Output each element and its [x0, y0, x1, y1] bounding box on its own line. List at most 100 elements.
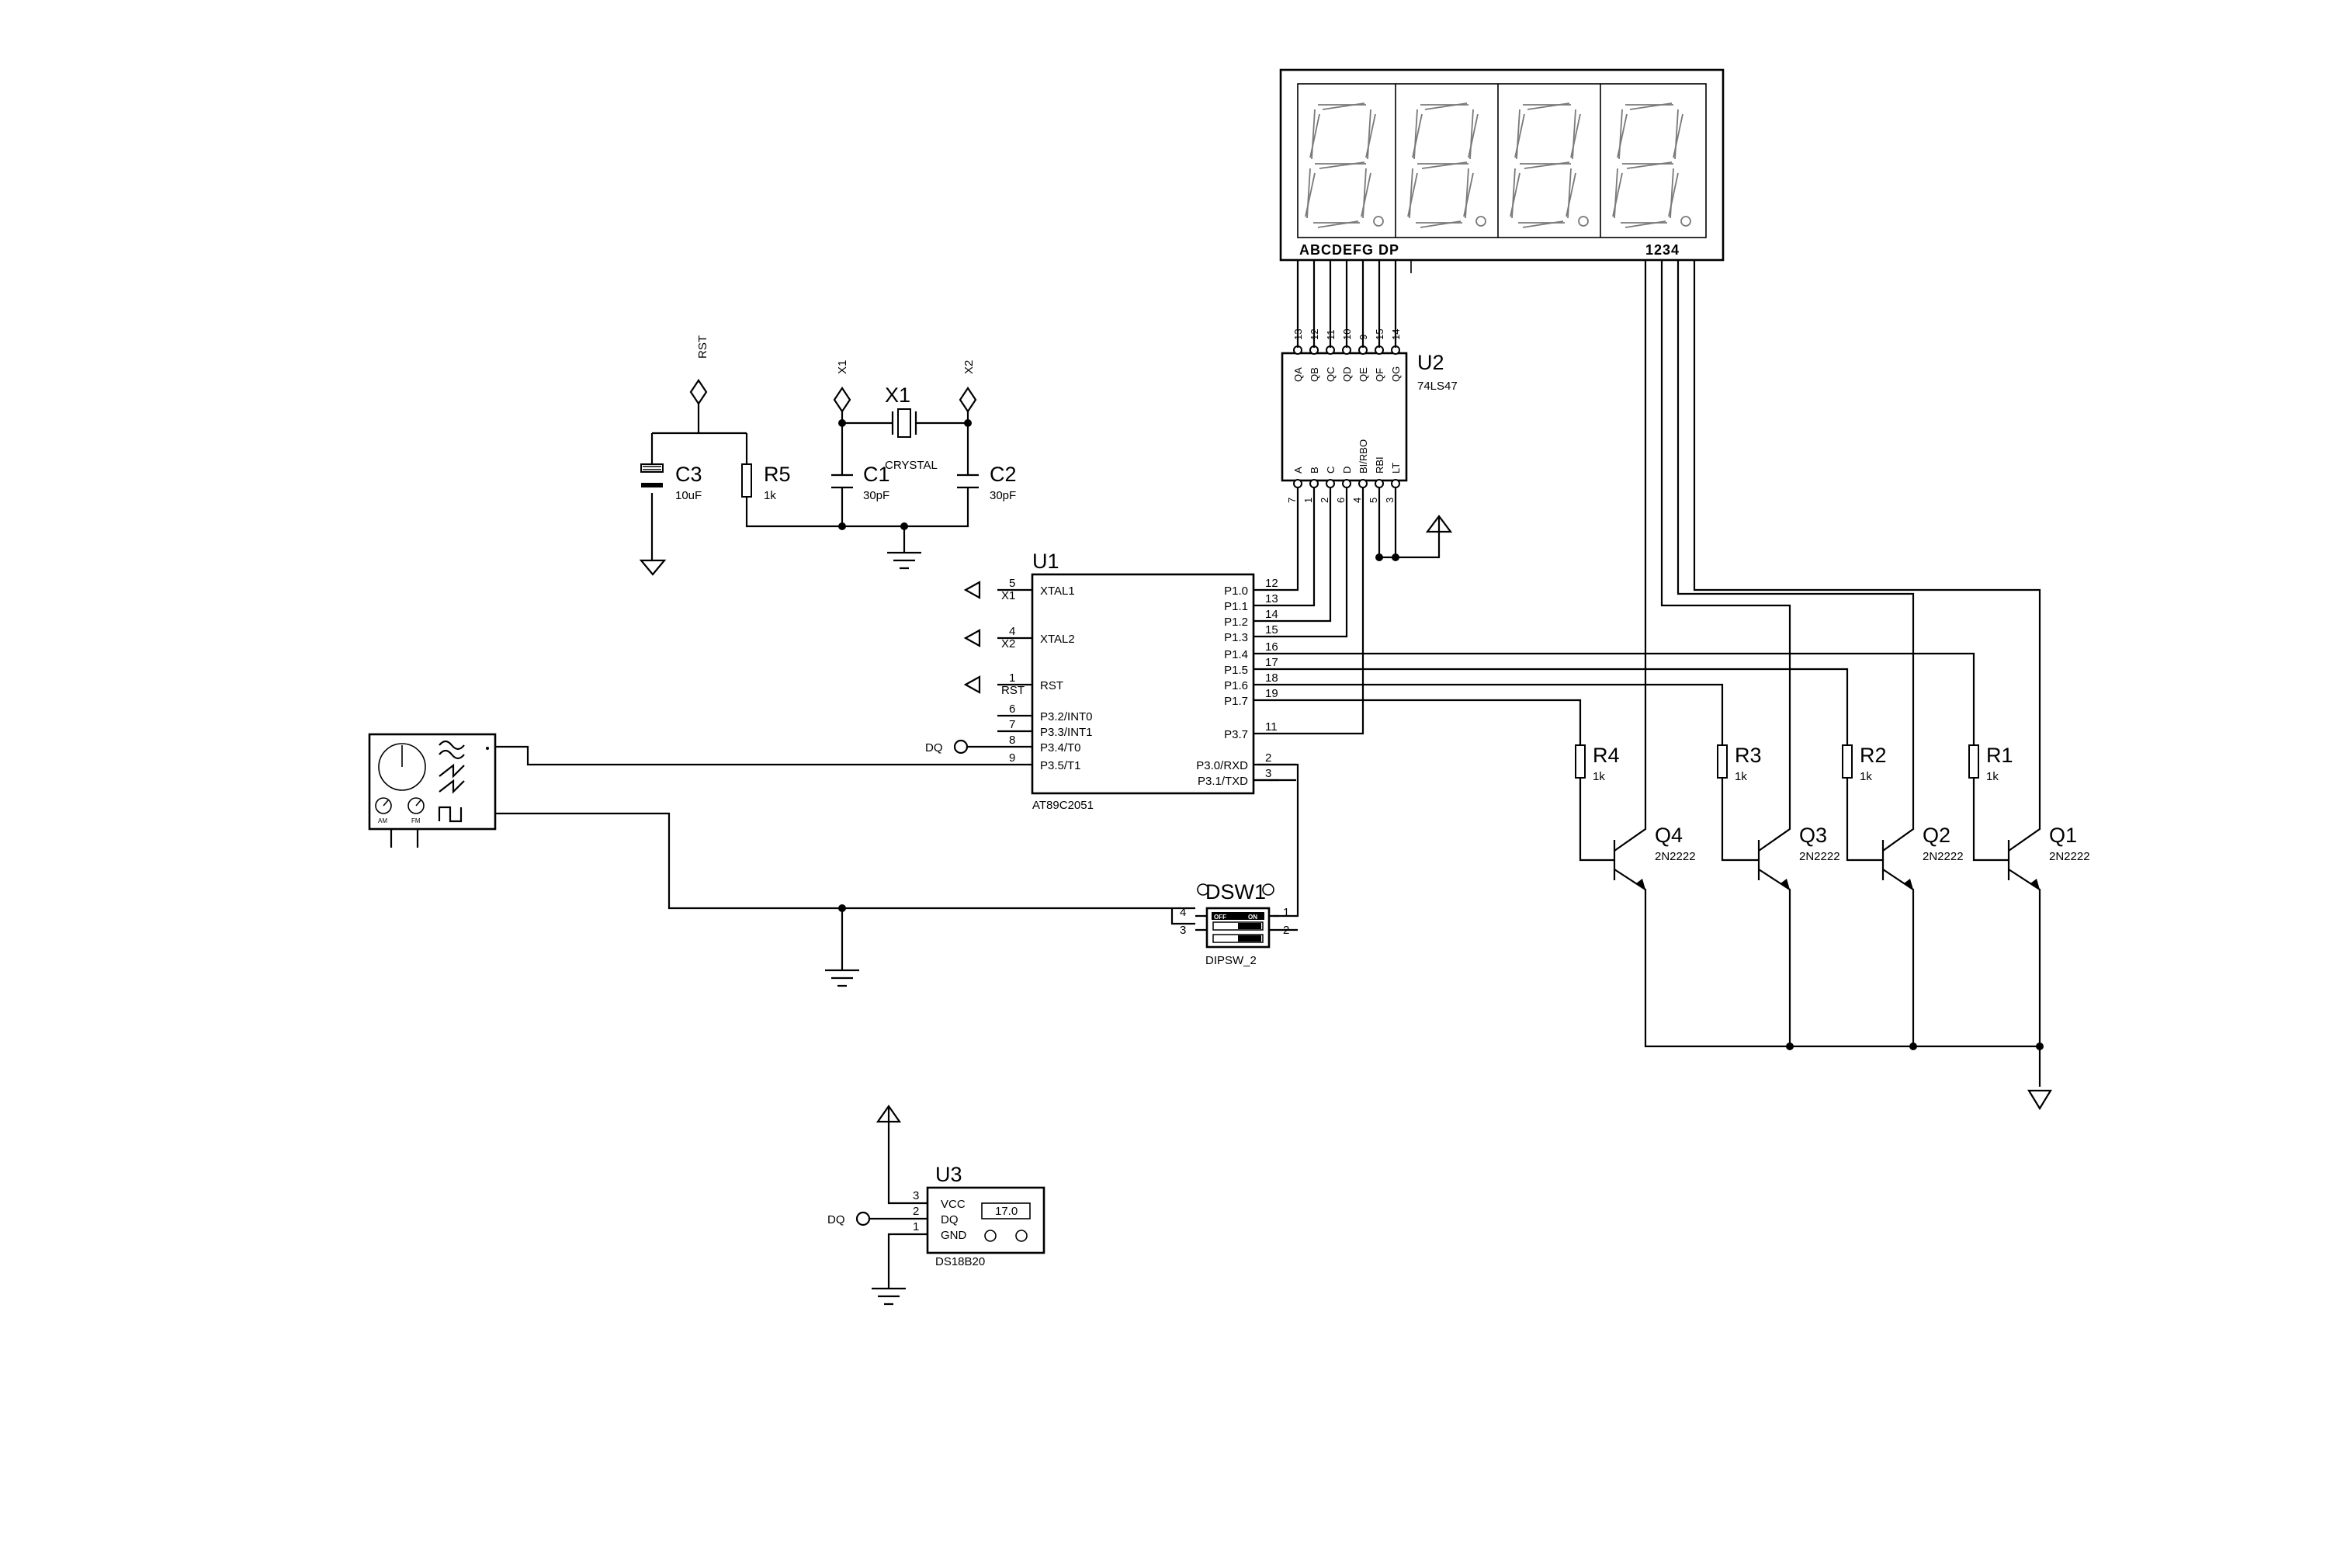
segment-dp — [1475, 216, 1486, 227]
digit-common-wires — [1644, 260, 2041, 823]
temperature-readout-box — [981, 1202, 1031, 1219]
x1-terminal-icon — [833, 387, 851, 413]
u1-left-pin-name: XTAL1 — [1040, 585, 1075, 598]
dsw-on-label: ON — [1248, 914, 1257, 921]
seven-segment-display: ABCDEFG DP 1234 — [1279, 68, 1725, 262]
digit-drivers: R41kR31kR21kR11kQ42N2222Q32N2222Q22N2222… — [1575, 744, 2090, 893]
u1-left-pin-name: P3.2/INT0 — [1040, 710, 1093, 723]
decoder-u2: U2 74LS47 13QA12QB11QC10QD9QE15QF14QG7A1… — [1281, 329, 1458, 503]
u1-right-pin-name: P3.0/RXD — [1196, 759, 1248, 772]
u1-left-pin-num: 1 — [1009, 671, 1015, 685]
segment-dp — [1578, 216, 1589, 227]
rst-terminal-label: RST — [696, 335, 709, 359]
transistor-ref: Q1 — [2049, 824, 2077, 847]
u3-ref: U3 — [935, 1163, 962, 1186]
u3-pin-vcc: VCC — [941, 1198, 966, 1211]
r5-ref: R5 — [764, 463, 791, 486]
dsw-pin-4: 4 — [1180, 906, 1186, 919]
u1-left-pin-num: 7 — [1009, 718, 1015, 731]
digit-2 — [1407, 102, 1486, 228]
u1-right-pin-name: P1.4 — [1224, 648, 1248, 661]
temp-down-button[interactable] — [984, 1230, 997, 1242]
u1-right-pin-num: 13 — [1265, 592, 1278, 605]
resistor-value: 1k — [1860, 770, 1872, 783]
resistor-ref: R3 — [1735, 744, 1762, 767]
r5-value: 1k — [764, 489, 776, 502]
u1-right-pin-name: P1.1 — [1224, 600, 1248, 613]
c3-plate-bottom — [641, 483, 663, 487]
resistor-value: 1k — [1735, 770, 1747, 783]
ground-icon — [872, 1287, 906, 1306]
u1-left-pin-num: 6 — [1009, 702, 1015, 716]
transistor-value: 2N2222 — [1655, 850, 1696, 863]
u1-left-pin-net: X1 — [1001, 589, 1015, 602]
u2-top-pin-name: QE — [1358, 367, 1369, 382]
bcd-wires — [1296, 487, 1364, 735]
sine-wave-icon — [439, 740, 465, 760]
u2-bottom-pin-name: BI/RBO — [1358, 439, 1369, 474]
dsw1-value: DIPSW_2 — [1205, 954, 1257, 967]
dsw-label-bar — [1212, 912, 1264, 920]
decoder-pullup-wires — [1375, 487, 1453, 561]
u1-right-pin-num: 17 — [1265, 656, 1278, 669]
u2-bottom-pin-name: A — [1292, 467, 1304, 474]
rst-terminal-icon — [689, 379, 708, 405]
ground-icon — [887, 551, 921, 570]
dsw-pin-1: 1 — [1283, 906, 1289, 919]
segment-dp — [1373, 216, 1384, 227]
u2-top-pin-name: QG — [1390, 366, 1402, 382]
u1-right-pin-num: 15 — [1265, 623, 1278, 637]
u2-top-pin-name: QC — [1325, 367, 1337, 383]
vcc-arrow-icon — [1425, 515, 1453, 533]
u2-bottom-pin-num: 6 — [1335, 498, 1347, 503]
resistor-value: 1k — [1593, 770, 1605, 783]
resistor-ref: R1 — [1986, 744, 2013, 767]
resistor-ref: R4 — [1593, 744, 1620, 767]
u2-bottom-pin-num: 2 — [1319, 498, 1330, 503]
transistor-ref: Q4 — [1655, 824, 1683, 847]
u1-left-pin-net: X2 — [1001, 637, 1015, 650]
c2-ref: C2 — [990, 463, 1017, 486]
resistor-ref: R2 — [1860, 744, 1887, 767]
u1-left-pin-name: XTAL2 — [1040, 633, 1075, 646]
temperature-sensor-u3: U3 DS18B20 VCC DQ GND 17.0 3 2 1 DQ — [827, 1105, 1045, 1306]
dq-label-u1: DQ — [925, 741, 943, 755]
sawtooth-wave-icon — [439, 763, 465, 794]
c1-ref: C1 — [863, 463, 890, 486]
u1-left-pin-name: RST — [1040, 679, 1063, 692]
u1-left-terminals: DQ — [925, 581, 997, 755]
u1-left-pin-name: P3.3/INT1 — [1040, 726, 1093, 739]
segment-labels: ABCDEFG DP — [1299, 242, 1399, 258]
x2-terminal-label: X2 — [962, 360, 976, 374]
crystal-circuit: X1 X2 X1 CRYSTAL C1 30pF C2 30pF — [831, 360, 1017, 570]
u1-right-pin-name: P1.3 — [1224, 631, 1248, 644]
c1-value: 30pF — [863, 489, 889, 502]
digit-1 — [1305, 102, 1384, 228]
transistor-q4: Q4 2N2222 — [1613, 823, 1696, 893]
c3-ref: C3 — [675, 463, 702, 486]
u1-right-pin-num: 12 — [1265, 577, 1278, 590]
u1-right-pin-name: P1.2 — [1224, 616, 1248, 629]
temp-up-button[interactable] — [1015, 1230, 1028, 1242]
x1-ref: X1 — [885, 383, 910, 407]
u1-right-pin-name: P3.7 — [1224, 728, 1248, 741]
fm-label: FM — [411, 817, 421, 824]
u2-top-pin-name: QB — [1309, 367, 1320, 382]
u2-bottom-pin-num: 4 — [1351, 498, 1363, 503]
u3-pin-dq: DQ — [941, 1213, 959, 1226]
u2-bottom-pin-name: D — [1341, 467, 1353, 474]
x2-terminal-icon — [959, 387, 977, 413]
resistor-value: 1k — [1986, 770, 1999, 783]
u1-ref: U1 — [1032, 550, 1059, 573]
ground-arrow-icon — [2027, 1089, 2052, 1111]
u1-right-pin-name: P3.1/TXD — [1198, 775, 1248, 788]
u2-bottom-pin-num: 7 — [1286, 498, 1298, 503]
transistor-ref: Q3 — [1799, 824, 1827, 847]
u1-left-pin-num: 9 — [1009, 751, 1015, 765]
u2-top-pin-name: QF — [1374, 368, 1385, 382]
u1-right-pin-name: P1.7 — [1224, 695, 1248, 708]
u2-bottom-pin-name: LT — [1390, 463, 1402, 474]
